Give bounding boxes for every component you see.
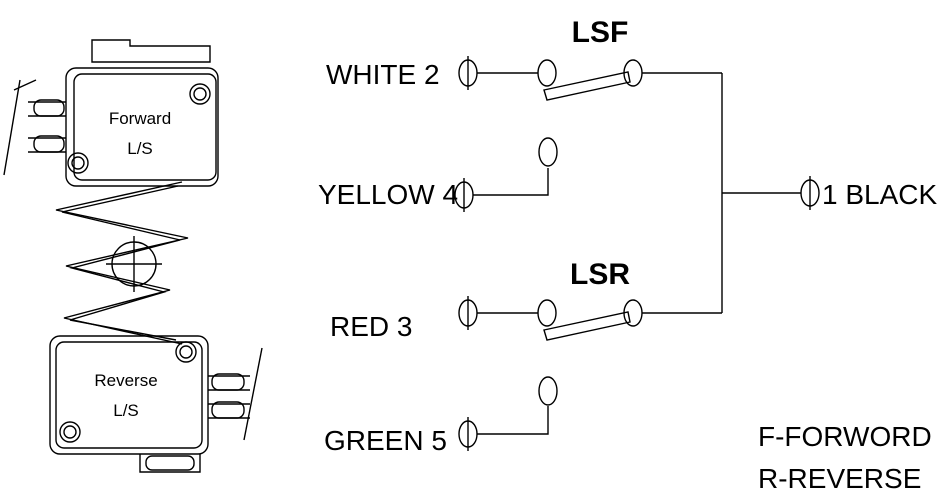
contact-yellow	[473, 137, 558, 196]
forward-limit-switch: Forward L/S	[3, 39, 219, 187]
reverse-switch-label-2: L/S	[113, 401, 139, 420]
common-bus	[721, 73, 801, 313]
terminal-symbol-black	[800, 176, 820, 210]
terminal-label-black: 1 BLACK	[822, 179, 937, 210]
terminal-label-green: GREEN 5	[324, 425, 447, 456]
switch-label-lsr: LSR	[570, 258, 630, 291]
forward-switch-label-2: L/S	[127, 139, 153, 158]
terminal-symbol-green	[458, 417, 478, 451]
terminal-label-white: WHITE 2	[326, 59, 440, 90]
actuator-spring	[55, 181, 189, 345]
switch-label-lsf: LSF	[572, 16, 629, 49]
reverse-switch-label-1: Reverse	[94, 371, 157, 390]
forward-switch-label-1: Forward	[109, 109, 171, 128]
legend-forward: F-FORWORD	[758, 421, 932, 452]
reverse-limit-switch: Reverse L/S	[49, 335, 263, 473]
contact-green	[477, 376, 558, 435]
terminal-symbol-red	[458, 296, 478, 330]
terminal-label-red: RED 3	[330, 311, 412, 342]
switch-lsr	[477, 299, 722, 341]
switch-lsf	[477, 59, 722, 101]
terminal-label-yellow: YELLOW 4	[318, 179, 458, 210]
terminal-symbol-white	[458, 56, 478, 90]
legend-reverse: R-REVERSE	[758, 463, 921, 494]
